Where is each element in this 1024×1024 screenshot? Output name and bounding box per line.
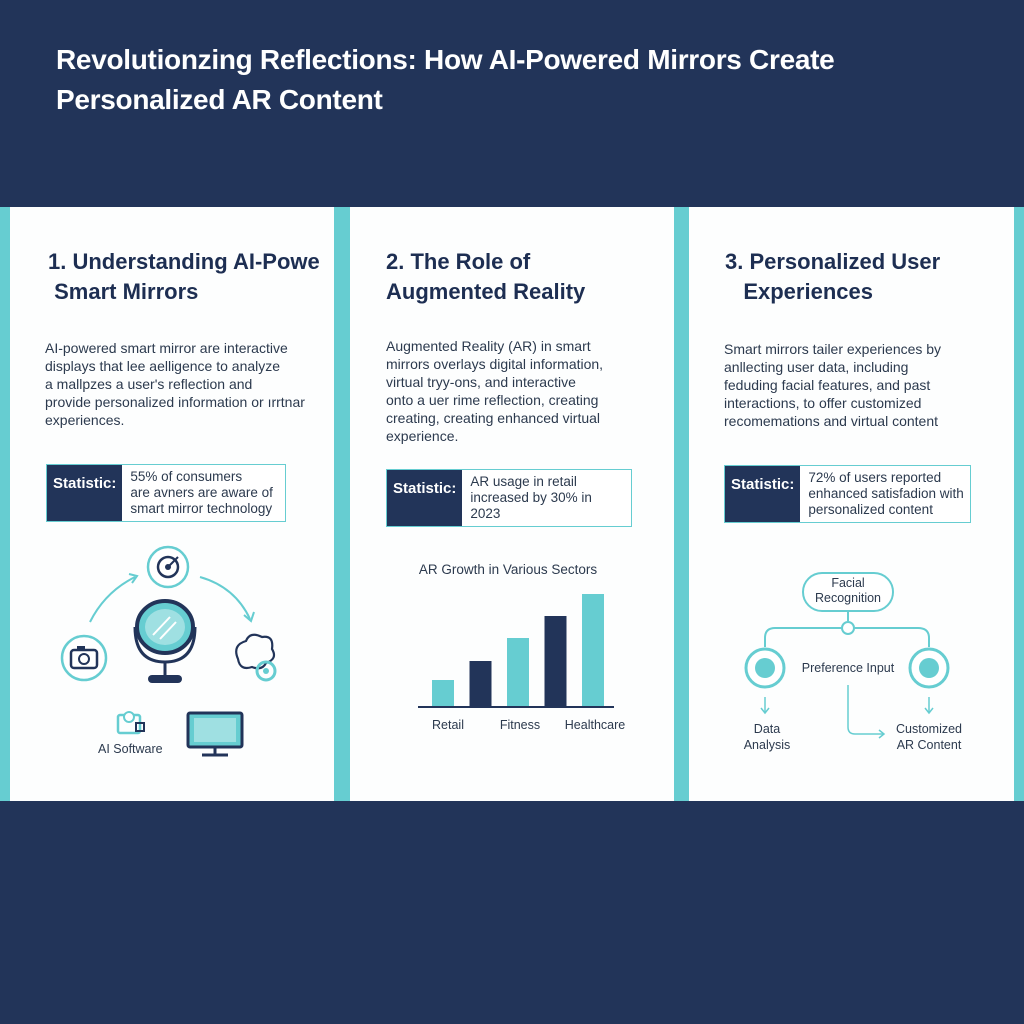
stat-label: Statistic: [725,466,801,522]
panel-heading: 2. The Role of Augmented Reality [386,249,586,304]
stat-text: AR usage in retail increased by 30% in 2… [470,474,592,521]
flow-left-line1: Data [754,722,780,736]
stat-box: Statistic: AR usage in retail increased … [386,469,632,527]
flow-right-line1: Customized [896,722,962,736]
software-label: AI Software [98,742,163,756]
stat-text: 72% of users reported enhanced satisfadi… [808,470,964,517]
mirror-diagram: AI Software [60,545,277,757]
software-icon [116,711,145,735]
mirror-icon [133,599,197,683]
stat-box: Statistic: 72% of users reported enhance… [724,465,971,523]
panel-body: Smart mirrors tailer experiences by anll… [724,341,942,429]
flow-left-line2: Analysis [744,738,791,752]
left-node-icon [744,647,786,689]
x-tick-label: Healthcare [565,718,625,732]
panel-personalized-experiences: 3. Personalized User Experiences Smart m… [689,207,1014,801]
panel-smart-mirrors: 1. Understanding AI-Powe Smart Mirrors A… [10,207,334,801]
bar [432,680,454,707]
brain-gear-icon [235,633,277,682]
flow-right-line2: AR Content [897,738,962,752]
chart-title: AR Growth in Various Sectors [419,562,598,577]
stat-label: Statistic: [47,465,123,521]
stat-text: 55% of consumers are avners are aware of… [130,469,273,516]
panel-body: Augmented Reality (AR) in smart mirrors … [386,338,604,444]
target-icon [146,545,190,589]
header-band [0,0,1024,207]
panel-heading: 3. Personalized User Experiences [725,249,941,304]
right-node-icon [908,647,950,689]
bar [544,616,567,707]
panel-body: AI-powered smart mirror are interactive … [45,340,305,428]
flow-top-line2: Recognition [815,591,881,605]
stat-box: Statistic: 55% of consumers are avners a… [46,464,286,522]
ar-growth-chart: AR Growth in Various Sectors Retail Fitne… [418,562,625,732]
bar [507,638,529,707]
bar [469,661,492,707]
bar [582,594,604,707]
personalization-flow: Facial Recognition Preference Input Data… [744,572,962,752]
camera-icon [60,634,108,682]
x-tick-label: Retail [432,718,464,732]
flow-top-line1: Facial [831,576,864,590]
footer-band [0,801,1024,1024]
stat-label: Statistic: [387,470,463,526]
monitor-icon [186,711,244,757]
flow-middle: Preference Input [802,661,895,675]
x-tick-label: Fitness [500,718,540,732]
panel-augmented-reality: 2. The Role of Augmented Reality Augment… [350,207,674,801]
page-title: Revolutionzing Reflections: How AI-Power… [56,44,835,115]
panel-heading: 1. Understanding AI-Powe Smart Mirrors [48,249,320,304]
